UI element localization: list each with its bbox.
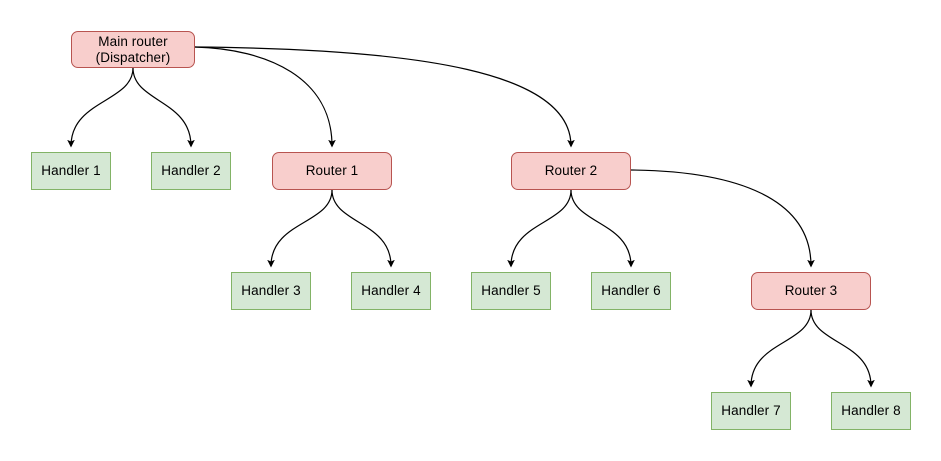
node-label-router-3: Router 3 (784, 283, 838, 298)
node-label-router-2: Router 2 (544, 163, 598, 178)
edge-r2-h5 (507, 189, 572, 268)
node-handler-6[interactable]: Handler 6 (591, 272, 671, 310)
edge-main-h1 (67, 67, 134, 148)
node-label-router-1: Router 1 (305, 163, 359, 178)
node-label-main-router: Main router (Dispatcher) (95, 33, 171, 65)
edge-r1-h4 (331, 189, 395, 268)
node-router-1[interactable]: Router 1 (272, 152, 392, 190)
edge-r2-r3 (630, 169, 815, 268)
node-handler-4[interactable]: Handler 4 (351, 272, 431, 310)
edge-main-r1 (194, 46, 336, 148)
edge-r3-h8 (810, 309, 875, 388)
edge-main-h2 (132, 67, 195, 148)
edge-r1-h3 (267, 189, 333, 268)
node-label-handler-3: Handler 3 (241, 283, 301, 298)
node-handler-8[interactable]: Handler 8 (831, 392, 911, 430)
node-label-handler-5: Handler 5 (481, 283, 541, 298)
node-handler-1[interactable]: Handler 1 (31, 152, 111, 190)
node-label-handler-7: Handler 7 (721, 403, 781, 418)
node-handler-7[interactable]: Handler 7 (711, 392, 791, 430)
edge-group (67, 46, 875, 388)
node-label-handler-1: Handler 1 (41, 163, 101, 178)
node-router-2[interactable]: Router 2 (511, 152, 631, 190)
node-label-handler-4: Handler 4 (361, 283, 421, 298)
node-label-handler-2: Handler 2 (161, 163, 221, 178)
node-router-3[interactable]: Router 3 (751, 272, 871, 310)
edge-main-r2 (194, 46, 575, 148)
edge-r3-h7 (747, 309, 812, 388)
node-handler-3[interactable]: Handler 3 (231, 272, 311, 310)
node-label-handler-8: Handler 8 (841, 403, 901, 418)
edge-r2-h6 (570, 189, 635, 268)
node-label-handler-6: Handler 6 (601, 283, 661, 298)
node-handler-2[interactable]: Handler 2 (151, 152, 231, 190)
node-handler-5[interactable]: Handler 5 (471, 272, 551, 310)
node-main-router[interactable]: Main router (Dispatcher) (71, 31, 195, 68)
